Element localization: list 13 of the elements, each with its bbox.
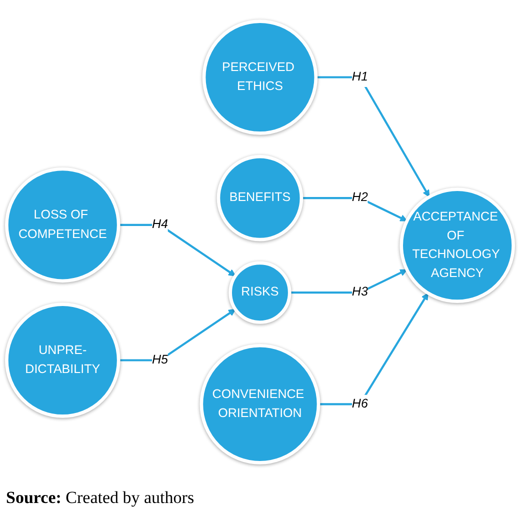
edge-label: H2 (352, 190, 368, 205)
edge-label: H4 (152, 217, 168, 232)
source-caption: Source: Created by authors (5, 487, 196, 509)
arrow (118, 308, 236, 362)
edge-label: H6 (352, 396, 368, 411)
edge-label: H1 (352, 70, 368, 84)
arrow (316, 76, 430, 198)
arrow (290, 269, 408, 294)
arrow (318, 292, 428, 406)
arrow (118, 224, 236, 276)
arrow (301, 197, 408, 222)
edge-label: H5 (152, 352, 168, 367)
edge-label: H3 (352, 284, 368, 300)
